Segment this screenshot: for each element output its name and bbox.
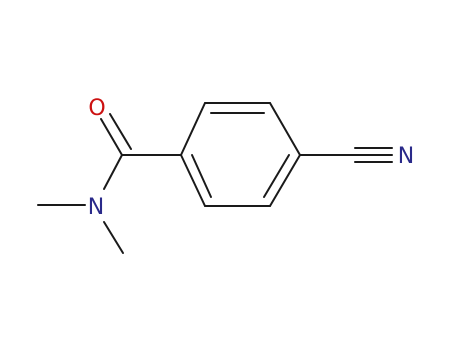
amide-nitrogen-atom-label: N <box>88 195 104 220</box>
nitrile-nitrogen-atom-label: N <box>398 144 414 169</box>
oxygen-atom-label: O <box>88 96 105 121</box>
bonds <box>37 102 393 254</box>
ring-bond-lower-left-inner <box>191 154 212 198</box>
ring-bond-upper-left <box>180 102 206 156</box>
amide-c-n-bond <box>103 154 123 190</box>
ring-bond-upper-right <box>269 102 301 156</box>
n-methyl-down-bond <box>103 221 124 254</box>
ring-bond-lower-right <box>269 154 301 207</box>
ring-bond-lower-left <box>180 154 206 207</box>
carbonyl-double-bond-inner <box>109 113 132 150</box>
carbonyl-double-bond-outer <box>100 118 123 156</box>
ring-bond-lower-right-inner <box>263 154 290 198</box>
atom-labels: O N N <box>88 96 414 220</box>
